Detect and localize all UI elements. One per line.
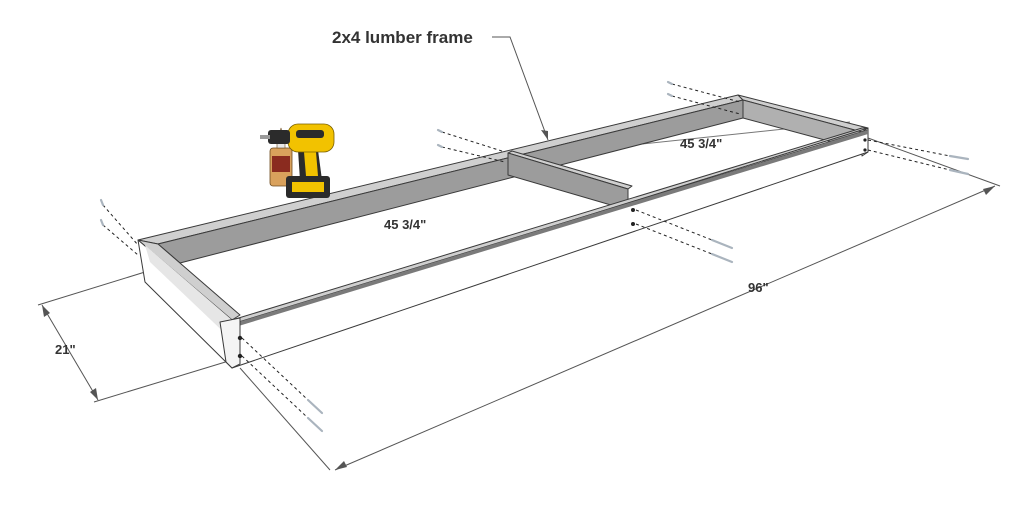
- drill-bit: [260, 135, 270, 139]
- overall-width-label: 21": [55, 342, 76, 357]
- screws: [99, 80, 970, 433]
- arrowhead-right: [983, 186, 995, 195]
- left-end-shadow: [145, 245, 232, 340]
- screw-hole: [863, 148, 867, 152]
- screw-icon: [710, 238, 734, 250]
- front-rail-inner-shadow: [232, 130, 868, 328]
- screw-hole: [237, 335, 243, 341]
- glue-bottle-label: [272, 156, 290, 172]
- drill-chuck: [268, 130, 290, 144]
- screw-icon: [710, 252, 734, 264]
- screw-icon: [306, 398, 324, 415]
- screw-path: [635, 223, 713, 255]
- drill-body-stripe: [296, 130, 324, 138]
- screw-icon: [666, 80, 674, 86]
- screw-path: [102, 204, 139, 246]
- cordless-drill-icon: [260, 123, 335, 198]
- labels: 2x4 lumber frame 45 3/4" 45 3/4" 96" 21": [55, 28, 769, 357]
- arrowhead-bottom: [90, 388, 98, 400]
- arrowhead-left: [335, 461, 347, 470]
- back-rail-inner-face: [157, 99, 744, 264]
- screw-hole: [863, 138, 867, 142]
- screw-icon: [436, 128, 444, 134]
- screw-icon: [948, 154, 970, 161]
- width-extension-top: [37, 271, 146, 306]
- length-extension-right: [867, 137, 1001, 187]
- length-extension-left: [239, 367, 331, 471]
- callout-title: 2x4 lumber frame: [332, 28, 473, 47]
- screw-icon: [436, 143, 444, 149]
- width-extension-bottom: [93, 359, 233, 403]
- screw-guides: [102, 83, 951, 419]
- front-left-end-face: [219, 317, 241, 369]
- screw-icon: [306, 416, 324, 433]
- inner-span-right-label: 45 3/4": [680, 136, 722, 151]
- screw-path: [867, 139, 951, 157]
- screw-path: [441, 131, 506, 153]
- screw-icon: [99, 198, 105, 207]
- lumber-frame: [137, 94, 869, 369]
- screw-icon: [948, 168, 970, 176]
- callout-leader-line: [492, 36, 549, 141]
- screw-icon: [99, 218, 105, 227]
- screw-path: [635, 209, 713, 241]
- screw-hole: [631, 208, 635, 212]
- length-dimension-line: [334, 185, 996, 471]
- callout-arrowhead: [541, 130, 548, 140]
- screw-path: [241, 355, 309, 419]
- width-dimension-line: [41, 304, 99, 401]
- screw-holes: [237, 138, 867, 359]
- screw-icon: [666, 92, 674, 98]
- screw-path: [867, 149, 951, 171]
- screw-path: [441, 146, 506, 163]
- arrowhead-top: [42, 305, 50, 317]
- drill-handle-grip: [304, 152, 318, 176]
- inner-span-left-label: 45 3/4": [384, 217, 426, 232]
- drill-battery-band: [292, 182, 324, 192]
- screw-path: [102, 224, 139, 256]
- screw-hole: [631, 222, 635, 226]
- overall-length-label: 96": [748, 280, 769, 295]
- screw-hole: [237, 353, 243, 359]
